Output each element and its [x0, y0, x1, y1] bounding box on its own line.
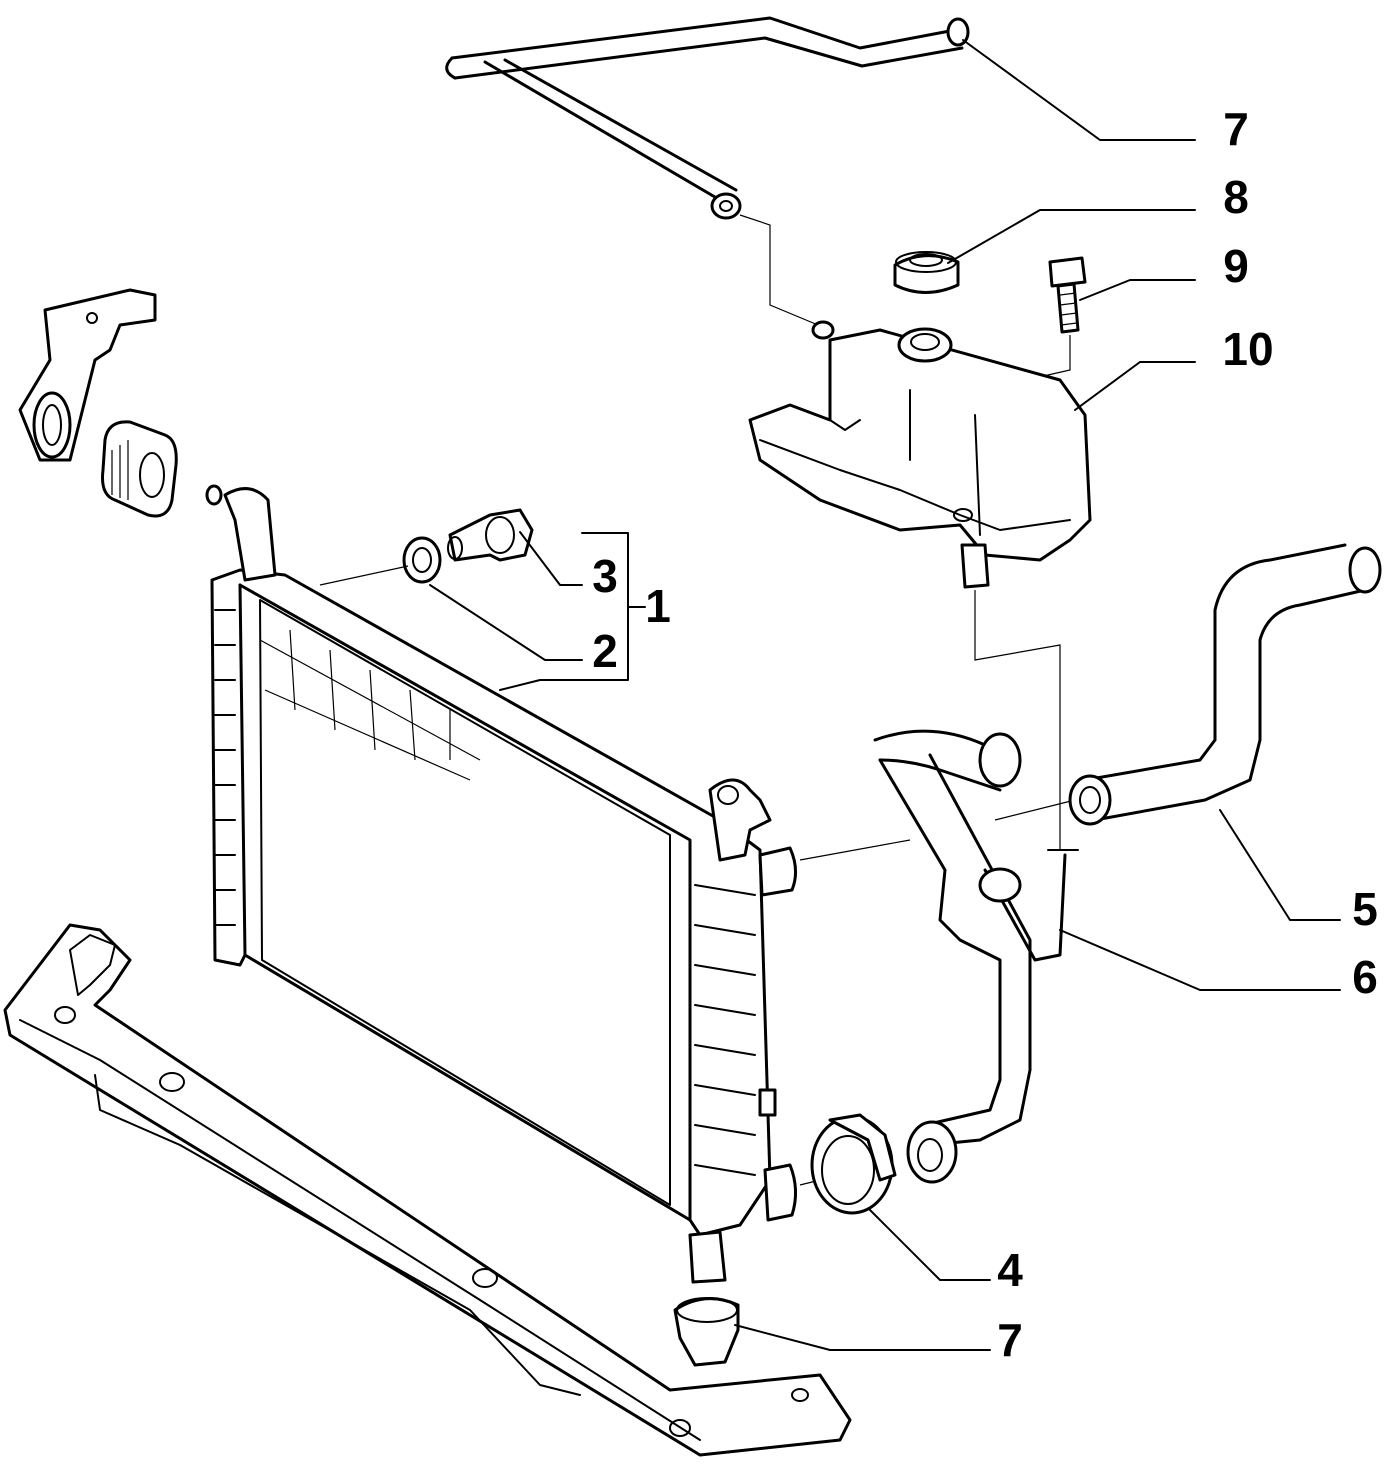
lower-crossmember — [3, 923, 852, 1457]
upper-radiator-hose — [1068, 543, 1382, 826]
callout-10: 10 — [1222, 323, 1273, 375]
rubber-mount — [101, 420, 178, 518]
callout-4: 4 — [997, 1244, 1023, 1296]
drain-cap — [673, 1297, 740, 1367]
callout-7-top: 7 — [1223, 103, 1249, 155]
upper-overflow-hose — [445, 16, 970, 220]
callout-5: 5 — [1352, 883, 1378, 935]
callout-9: 9 — [1223, 240, 1249, 292]
callout-7-bottom: 7 — [997, 1314, 1023, 1366]
callout-3: 3 — [592, 550, 618, 602]
expansion-tank-cap — [893, 251, 960, 294]
lower-radiator-hose — [873, 729, 1079, 1184]
sealing-washer — [402, 536, 442, 584]
radiator — [205, 484, 797, 1284]
temperature-sensor — [447, 508, 534, 562]
mounting-bolt — [959, 256, 1087, 396]
hose-clamp — [810, 1113, 897, 1215]
callout-8: 8 — [1223, 171, 1249, 223]
callout-6: 6 — [1352, 951, 1378, 1003]
callout-1: 1 — [645, 580, 671, 632]
callout-2: 2 — [592, 625, 618, 677]
radiator-bracket — [18, 288, 157, 462]
expansion-tank — [748, 320, 1092, 589]
